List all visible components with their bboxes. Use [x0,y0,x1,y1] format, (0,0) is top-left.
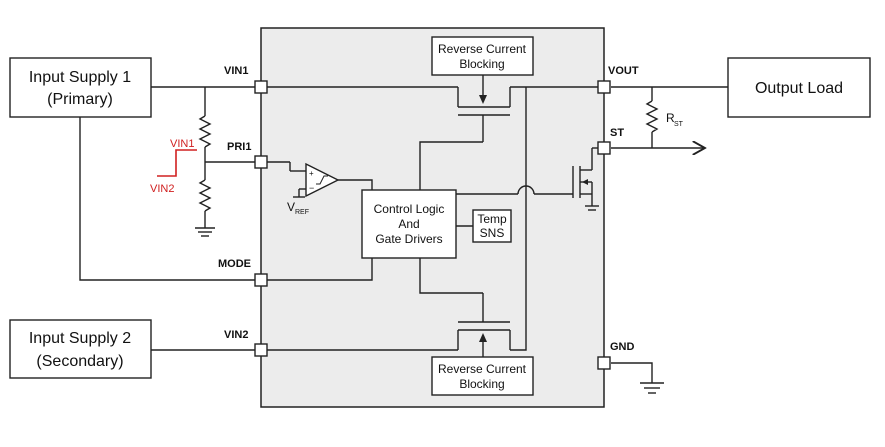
pin-vin1 [254,80,268,94]
svg-text:−: − [309,183,314,193]
svg-text:Blocking: Blocking [459,377,504,391]
svg-text:VIN2: VIN2 [150,183,174,195]
resistor-divider [195,87,255,237]
pin-vin2 [254,343,268,357]
pin-label-vin2: VIN2 [224,329,248,341]
wire-mode [79,117,255,281]
svg-text:ST: ST [674,121,684,128]
svg-text:SNS: SNS [480,226,505,240]
gate-wire-top [419,141,483,190]
pin-vout [597,80,611,94]
svg-text:(Secondary): (Secondary) [36,353,123,370]
svg-text:Input Supply 2: Input Supply 2 [29,330,131,347]
pin-st [597,141,611,155]
pin-label-gnd: GND [610,341,635,353]
bottom-mosfet [457,293,511,357]
svg-text:Reverse Current: Reverse Current [438,42,527,56]
comparator: + − [267,161,373,198]
gate-wire-bottom [419,258,483,294]
vref-label: V [287,200,295,214]
input-supply-2-block: Input Supply 2 (Secondary) [9,319,152,379]
pin-label-st: ST [610,127,624,139]
svg-text:And: And [398,217,419,231]
svg-text:+: + [309,169,314,178]
svg-text:Temp: Temp [477,212,507,226]
pin-label-mode: MODE [218,258,251,270]
reverse-current-blocking-top: Reverse Current Blocking [431,36,534,76]
vin-step-annotation: VIN1 VIN2 [150,138,197,195]
temp-sns-block: Temp SNS [472,209,512,243]
svg-text:Reverse Current: Reverse Current [438,362,527,376]
svg-text:Output Load: Output Load [755,80,843,97]
svg-text:(Primary): (Primary) [47,91,113,108]
top-mosfet [457,75,511,142]
svg-text:Blocking: Blocking [459,57,504,71]
pin-label-vout: VOUT [608,65,639,77]
pin-pri1 [254,155,268,169]
gnd-external [611,362,664,394]
svg-text:Input Supply 1: Input Supply 1 [29,69,131,86]
reverse-current-blocking-bottom: Reverse Current Blocking [431,356,534,396]
pin-gnd [597,356,611,370]
control-logic-block: Control Logic And Gate Drivers [361,189,457,259]
st-mosfet [456,147,599,211]
vref-sub-label: REF [295,209,309,216]
svg-text:Gate Drivers: Gate Drivers [375,232,442,246]
svg-text:Control Logic: Control Logic [374,202,445,216]
svg-text:R: R [666,111,675,125]
output-load-block: Output Load [727,57,871,118]
pin-label-pri1: PRI1 [227,141,251,153]
rst-resistor: R ST [645,87,684,148]
wire-output-bus [510,87,527,351]
input-supply-1-block: Input Supply 1 (Primary) [9,57,152,118]
pin-mode [254,273,268,287]
svg-text:VIN1: VIN1 [170,138,194,150]
wire-mode-internal [267,258,373,281]
pin-label-vin1: VIN1 [224,65,248,77]
